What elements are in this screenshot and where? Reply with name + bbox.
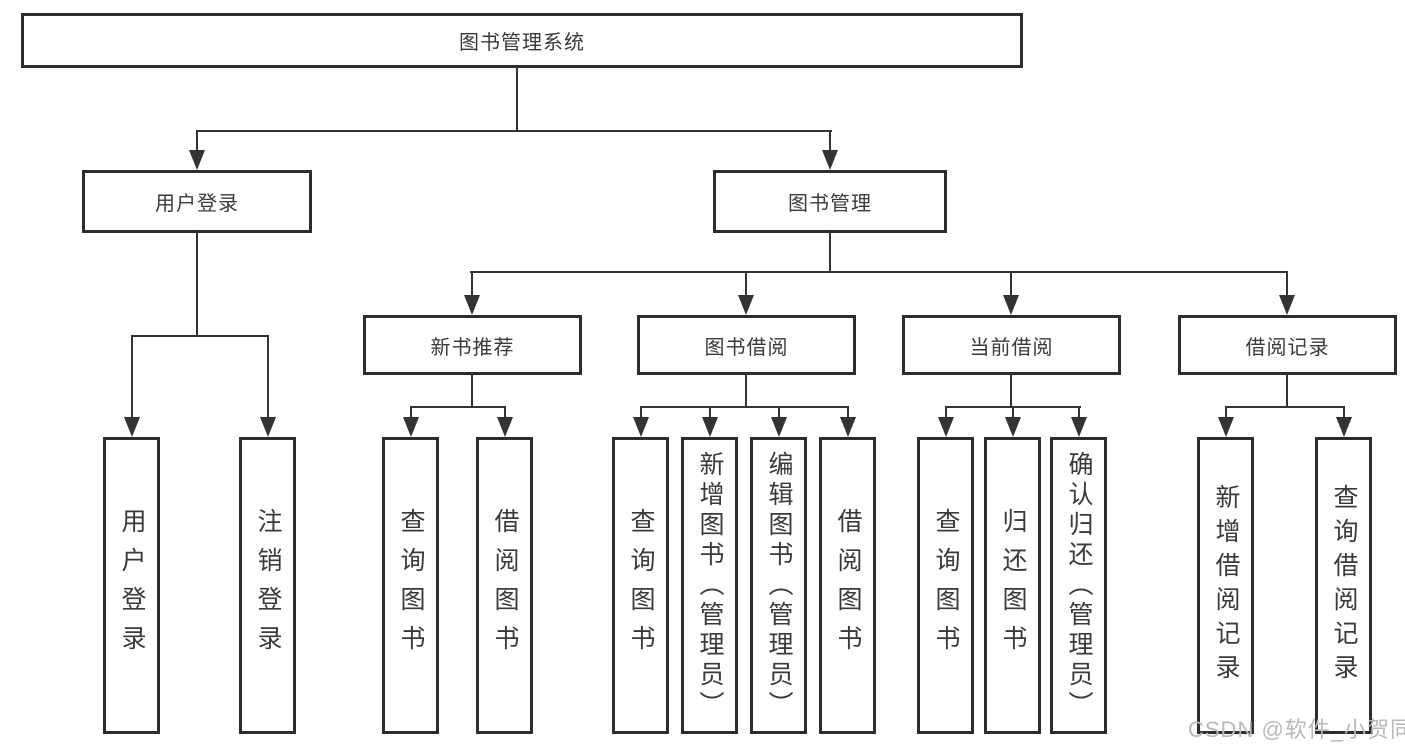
connector-line — [1343, 406, 1345, 419]
arrow-down-icon — [1336, 417, 1352, 437]
connector-line — [471, 373, 473, 408]
connector-line — [267, 335, 269, 419]
leaf-return-books-label: 归还图书 — [999, 507, 1027, 664]
connector-line — [196, 231, 198, 337]
arrow-down-icon — [1279, 295, 1295, 315]
connector-line — [1286, 271, 1288, 297]
connector-line — [1010, 271, 1012, 297]
leaf-query-books-borrowing: 查询图书 — [612, 437, 669, 734]
node-book-borrowing-label: 图书借阅 — [704, 336, 789, 359]
leaf-query-books-current: 查询图书 — [917, 437, 974, 734]
arrow-down-icon — [1005, 417, 1021, 437]
leaf-query-books-current-label: 查询图书 — [932, 507, 960, 664]
node-borrowing-records: 借阅记录 — [1178, 315, 1397, 375]
connector-line — [196, 130, 198, 152]
connector-line — [131, 335, 133, 419]
arrow-down-icon — [1218, 417, 1234, 437]
arrow-down-icon — [1071, 417, 1087, 437]
connector-line — [745, 271, 747, 297]
connector-line — [131, 335, 269, 337]
arrow-down-icon — [633, 417, 649, 437]
leaf-query-borrow-record-label: 查询借阅记录 — [1330, 483, 1358, 688]
connector-line — [1286, 373, 1288, 408]
node-new-book-recommendation-label: 新书推荐 — [430, 336, 515, 359]
node-book-borrowing: 图书借阅 — [637, 315, 856, 375]
leaf-borrow-books-recommend: 借阅图书 — [476, 437, 533, 734]
node-system-root: 图书管理系统 — [21, 13, 1023, 68]
connector-line — [829, 231, 831, 273]
connector-line — [1225, 406, 1345, 408]
connector-line — [745, 373, 747, 408]
connector-line — [829, 130, 831, 152]
leaf-borrow-books-recommend-label: 借阅图书 — [491, 507, 519, 664]
arrow-down-icon — [464, 295, 480, 315]
node-borrowing-records-label: 借阅记录 — [1245, 336, 1330, 359]
connector-line — [640, 406, 849, 408]
connector-line — [471, 271, 473, 297]
connector-line — [1225, 406, 1227, 419]
node-user-login-label: 用户登录 — [155, 193, 239, 215]
arrow-down-icon — [124, 417, 140, 437]
connector-line — [410, 406, 506, 408]
connector-line — [196, 130, 832, 132]
arrow-down-icon — [1003, 295, 1019, 315]
leaf-borrow-books-borrowing: 借阅图书 — [819, 437, 876, 734]
arrow-down-icon — [260, 417, 276, 437]
leaf-add-books-admin-label: 新增图书（管理员） — [696, 450, 724, 721]
arrow-down-icon — [497, 417, 513, 437]
arrow-down-icon — [189, 150, 205, 170]
node-current-borrowing-label: 当前借阅 — [969, 336, 1054, 359]
leaf-return-books: 归还图书 — [984, 437, 1041, 734]
leaf-user-login-label: 用户登录 — [118, 507, 146, 664]
node-new-book-recommendation: 新书推荐 — [363, 315, 582, 375]
leaf-user-login: 用户登录 — [103, 437, 160, 734]
connector-line — [470, 271, 1288, 273]
arrow-down-icon — [938, 417, 954, 437]
node-system-root-label: 图书管理系统 — [459, 32, 585, 54]
arrow-down-icon — [702, 417, 718, 437]
arrow-down-icon — [840, 417, 856, 437]
connector-line — [410, 406, 412, 419]
leaf-edit-books-admin: 编辑图书（管理员） — [750, 437, 807, 734]
connector-line — [1012, 406, 1014, 419]
connector-line — [504, 406, 506, 419]
leaf-logout: 注销登录 — [239, 437, 296, 734]
leaf-borrow-books-borrowing-label: 借阅图书 — [834, 507, 862, 664]
leaf-add-borrow-record: 新增借阅记录 — [1197, 437, 1254, 734]
leaf-query-books-recommend: 查询图书 — [382, 437, 439, 734]
connector-line — [709, 406, 711, 419]
node-current-borrowing: 当前借阅 — [902, 315, 1121, 375]
leaf-confirm-return-admin: 确认归还（管理员） — [1050, 437, 1107, 734]
node-book-management-label: 图书管理 — [788, 193, 872, 215]
watermark: CSDN @软件_小贺同学 — [1188, 717, 1405, 742]
node-book-management: 图书管理 — [713, 170, 947, 233]
arrow-down-icon — [738, 295, 754, 315]
connector-line — [847, 406, 849, 419]
connector-line — [778, 406, 780, 419]
leaf-query-borrow-record: 查询借阅记录 — [1315, 437, 1372, 734]
leaf-add-books-admin: 新增图书（管理员） — [681, 437, 738, 734]
connector-line — [516, 66, 518, 132]
leaf-query-books-recommend-label: 查询图书 — [397, 507, 425, 664]
arrow-down-icon — [822, 150, 838, 170]
arrow-down-icon — [403, 417, 419, 437]
connector-line — [640, 406, 642, 419]
leaf-edit-books-admin-label: 编辑图书（管理员） — [765, 450, 793, 721]
connector-line — [945, 406, 947, 419]
arrow-down-icon — [771, 417, 787, 437]
leaf-add-borrow-record-label: 新增借阅记录 — [1212, 483, 1240, 688]
connector-line — [1010, 373, 1012, 408]
leaf-query-books-borrowing-label: 查询图书 — [627, 507, 655, 664]
connector-line — [1078, 406, 1080, 419]
leaf-logout-label: 注销登录 — [254, 507, 282, 664]
leaf-confirm-return-admin-label: 确认归还（管理员） — [1065, 450, 1093, 721]
node-user-login: 用户登录 — [82, 170, 312, 233]
